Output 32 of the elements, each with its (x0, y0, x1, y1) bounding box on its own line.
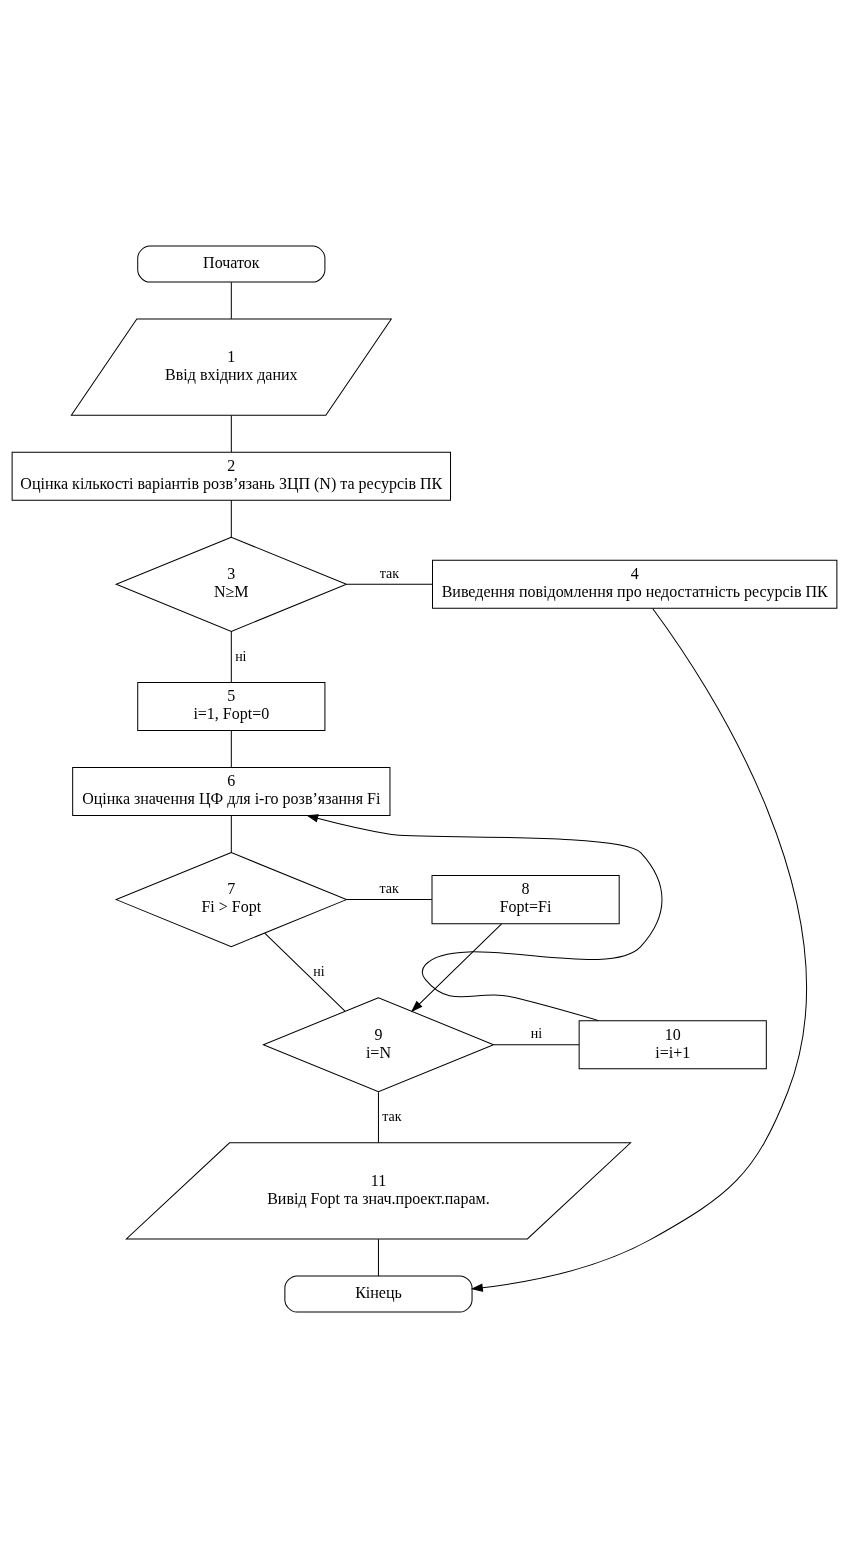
node-box: Початок (137, 245, 326, 283)
connector (346, 583, 433, 585)
edge-label: ні (235, 648, 247, 664)
connector (377, 1238, 379, 1276)
edge-label: так (382, 1108, 402, 1124)
node-box: 5 i=1, Fopt=0 (137, 681, 326, 731)
node-box: 4 Виведення повідомлення про недостатність ресурсів ПК (432, 559, 838, 609)
connector (377, 1091, 379, 1143)
arrow (307, 813, 663, 1021)
edge-label: ні (313, 963, 325, 979)
edge-label: так (379, 880, 399, 896)
edge-label: ні (530, 1025, 543, 1041)
node-diamond: 9 i=N (262, 996, 495, 1092)
node-box: 2 Оцінка кількості варіантів розв’язань ЗЦП (N) та ресурсів ПК (11, 451, 451, 501)
connector (230, 729, 232, 768)
node-box: 6 Оцінка значення ЦФ для і-го розв’язання Fi (72, 766, 391, 816)
connector (230, 630, 232, 683)
connector (230, 499, 232, 538)
node-diamond: 7 Fi > Fopt (115, 851, 347, 947)
connector (264, 932, 346, 1012)
node-box: 10 i=i+1 (578, 1019, 767, 1069)
arrow (471, 607, 807, 1292)
connector (346, 898, 433, 900)
connector (493, 1043, 580, 1045)
arrow (411, 922, 503, 1012)
edge-label: так (379, 565, 400, 581)
connector (230, 814, 232, 853)
connector (230, 414, 232, 452)
node-box: Кінець (284, 1274, 473, 1312)
connector (230, 281, 232, 319)
node-box: 8 Fopt=Fi (431, 874, 620, 924)
node-diamond: 3 N≥M (115, 536, 347, 632)
